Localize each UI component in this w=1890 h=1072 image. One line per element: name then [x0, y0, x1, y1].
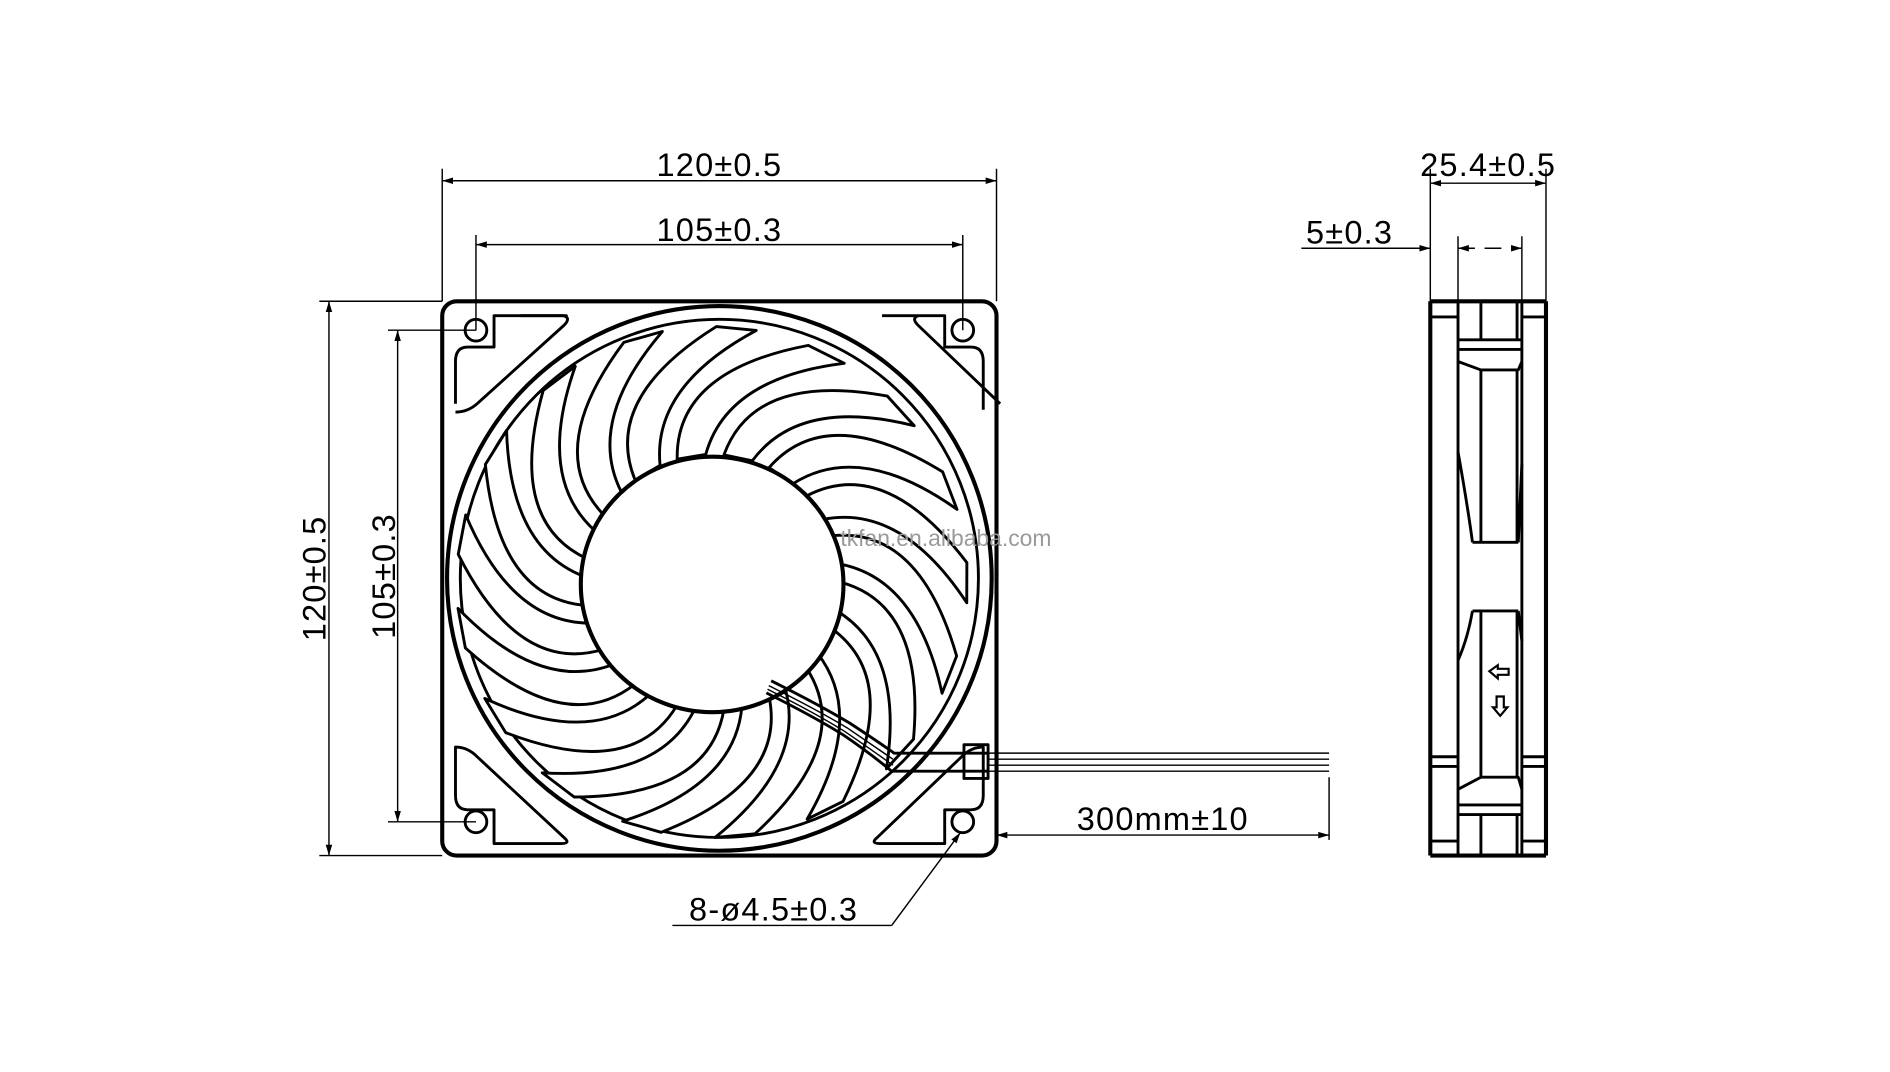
impeller-blade	[456, 513, 606, 656]
hub	[578, 454, 846, 715]
dimension-lead-length: 300mm±10	[996, 777, 1330, 840]
impeller-blade	[456, 606, 637, 706]
dimension-hole-spacing-vertical: 105±0.3	[366, 329, 476, 823]
impeller-blade	[530, 364, 597, 560]
dimension-label: 8-ø4.5±0.3	[689, 892, 858, 928]
dimension-width-overall: 120±0.5	[441, 147, 998, 302]
impeller-blade	[767, 433, 959, 511]
side-view	[1428, 299, 1549, 858]
impeller-blade	[626, 325, 758, 482]
dimension-label: 120±0.5	[657, 147, 783, 183]
impeller-blade	[675, 343, 846, 461]
mounting-hole	[950, 809, 976, 835]
impeller-blade	[722, 389, 916, 463]
impeller-blade	[483, 692, 679, 753]
impeller-blade	[805, 626, 872, 821]
impeller-blade	[540, 707, 726, 799]
dimension-label: 300mm±10	[1077, 801, 1249, 837]
frame-corner-struts	[454, 314, 1002, 845]
impeller-blade	[829, 533, 959, 695]
dimension-label: 105±0.3	[657, 212, 783, 248]
venturi-ring-outer	[444, 304, 994, 853]
watermark: tkfan.en.alibaba.com	[840, 525, 1051, 551]
dimension-height-overall: 120±0.5	[296, 300, 443, 857]
impeller-blades	[456, 325, 969, 839]
dimension-flange: 5±0.3	[1301, 214, 1523, 302]
dimension-hole-spacing-horizontal: 105±0.3	[475, 212, 964, 331]
impeller-blade	[805, 483, 969, 605]
dimension-label: 25.4±0.5	[1420, 147, 1556, 183]
fan-frame	[440, 299, 999, 858]
arrow-down-icon	[1490, 695, 1510, 718]
dimension-thickness: 25.4±0.5	[1420, 147, 1556, 302]
dimension-label: 105±0.3	[366, 513, 402, 639]
lead-wires	[765, 679, 1330, 780]
dimension-label: 5±0.3	[1306, 214, 1393, 250]
impeller-blade	[576, 330, 664, 517]
dimension-mounting-holes: 8-ø4.5±0.3	[672, 832, 961, 928]
dimension-label: 120±0.5	[296, 516, 332, 642]
impeller-blade	[483, 428, 589, 607]
arrow-left-icon	[1487, 663, 1510, 681]
front-view: tkfan.en.alibaba.com	[440, 299, 1330, 858]
impeller-blade	[621, 694, 773, 834]
